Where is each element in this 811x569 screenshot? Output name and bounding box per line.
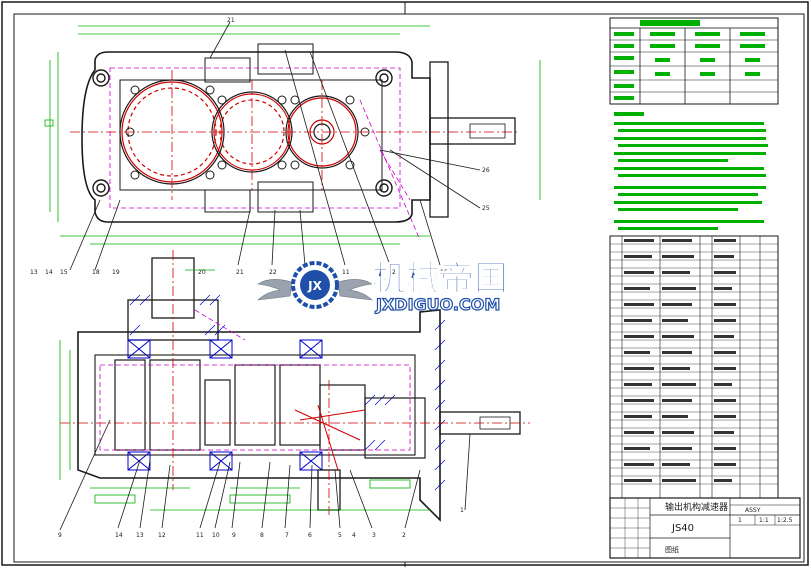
part-label: 25: [482, 205, 490, 212]
part-label: 13: [136, 532, 144, 539]
part-label: 11: [342, 269, 350, 276]
top-hidden-lines: [109, 67, 421, 241]
watermark-left-wing: [257, 279, 293, 301]
part-label: 21: [236, 269, 244, 276]
top-input-flange: [429, 61, 449, 218]
ratio-label: 1:1: [759, 517, 769, 524]
section-gear-blocks: [114, 359, 426, 459]
top-housing-inner: [119, 79, 383, 191]
part-label: 4: [352, 532, 356, 539]
part-label: 16: [440, 269, 448, 276]
top-center-lines: [70, 70, 520, 200]
part-label: 1: [460, 507, 464, 514]
part-label: 12: [388, 269, 396, 276]
bottom-label: 图纸: [665, 545, 679, 554]
extra-label: ASSY: [745, 507, 761, 514]
parts-list-rows: [610, 243, 778, 485]
part-label: 3: [372, 532, 376, 539]
part-label: 19: [112, 269, 120, 276]
part-label: 18: [92, 269, 100, 276]
scale-label: 1:2.5: [777, 517, 793, 524]
top-bearing-cap-2: [257, 43, 314, 75]
part-label: 8: [260, 532, 264, 539]
bottom-part-numbers: 1 2 3 4 5 6 7 8 9 10 11 12 13 14 9: [58, 507, 464, 539]
top-dimension-lines: [44, 25, 541, 245]
part-label: 15: [60, 269, 68, 276]
watermark-chinese-text: 机械帝国: [372, 259, 508, 299]
section-bearings: [127, 339, 323, 471]
part-label: 26: [482, 167, 490, 174]
part-label: 10: [212, 532, 220, 539]
parts-list-entries: [624, 239, 736, 482]
sheet-label: 1: [738, 517, 742, 524]
section-hidden-lines: [99, 309, 411, 451]
part-label: 7: [285, 532, 289, 539]
drawing-number: JS40: [671, 523, 694, 534]
top-bearing-cap-1: [204, 57, 251, 83]
section-hatching: [129, 294, 446, 491]
section-bevel-gear-lines: [294, 404, 366, 471]
top-bearing-cap-4: [204, 189, 251, 213]
part-label: 2: [402, 532, 406, 539]
part-label: 14: [45, 269, 53, 276]
technical-requirements-text: [614, 112, 768, 230]
part-label: 6: [308, 532, 312, 539]
section-housing-outline: [77, 309, 441, 522]
top-mounting-bolts: [92, 69, 393, 197]
part-label: 13: [30, 269, 38, 276]
part-label: 11: [196, 532, 204, 539]
top-view: [44, 21, 541, 271]
parts-list-table: [609, 235, 779, 499]
title-block: 输出机构减速器 JS40 图纸 ASSY 1 1:1 1:2.5: [609, 497, 801, 559]
part-label: 9: [58, 532, 62, 539]
watermark-logo: JX 机械帝国 JXDIGUO.COM: [257, 259, 509, 315]
watermark-badge-text: JX: [307, 279, 322, 293]
top-leader-lines: [69, 21, 481, 271]
top-output-shaft-key: [469, 123, 506, 139]
watermark-latin-text: JXDIGUO.COM: [375, 295, 500, 314]
section-housing-inner: [94, 354, 416, 456]
part-label: 12: [158, 532, 166, 539]
part-label: 5: [338, 532, 342, 539]
top-part-numbers: 21 26 25 18 19 20 21 22 23 11 12 13 14 1…: [30, 17, 490, 276]
part-label: 9: [232, 532, 236, 539]
part-label: 20: [198, 269, 206, 276]
top-bearing-cap-3: [257, 181, 314, 213]
top-output-shaft: [429, 117, 516, 145]
section-view: [59, 250, 530, 531]
drawing-title: 输出机构减速器: [665, 501, 728, 513]
watermark-right-wing: [337, 279, 373, 301]
tech-spec-table: [609, 17, 779, 105]
sheet-inner-border: [13, 13, 805, 563]
top-housing-outline: [81, 51, 431, 223]
part-label: 22: [269, 269, 277, 276]
part-label: 14: [115, 532, 123, 539]
section-leader-lines: [59, 419, 471, 531]
part-label: 21: [227, 17, 235, 24]
